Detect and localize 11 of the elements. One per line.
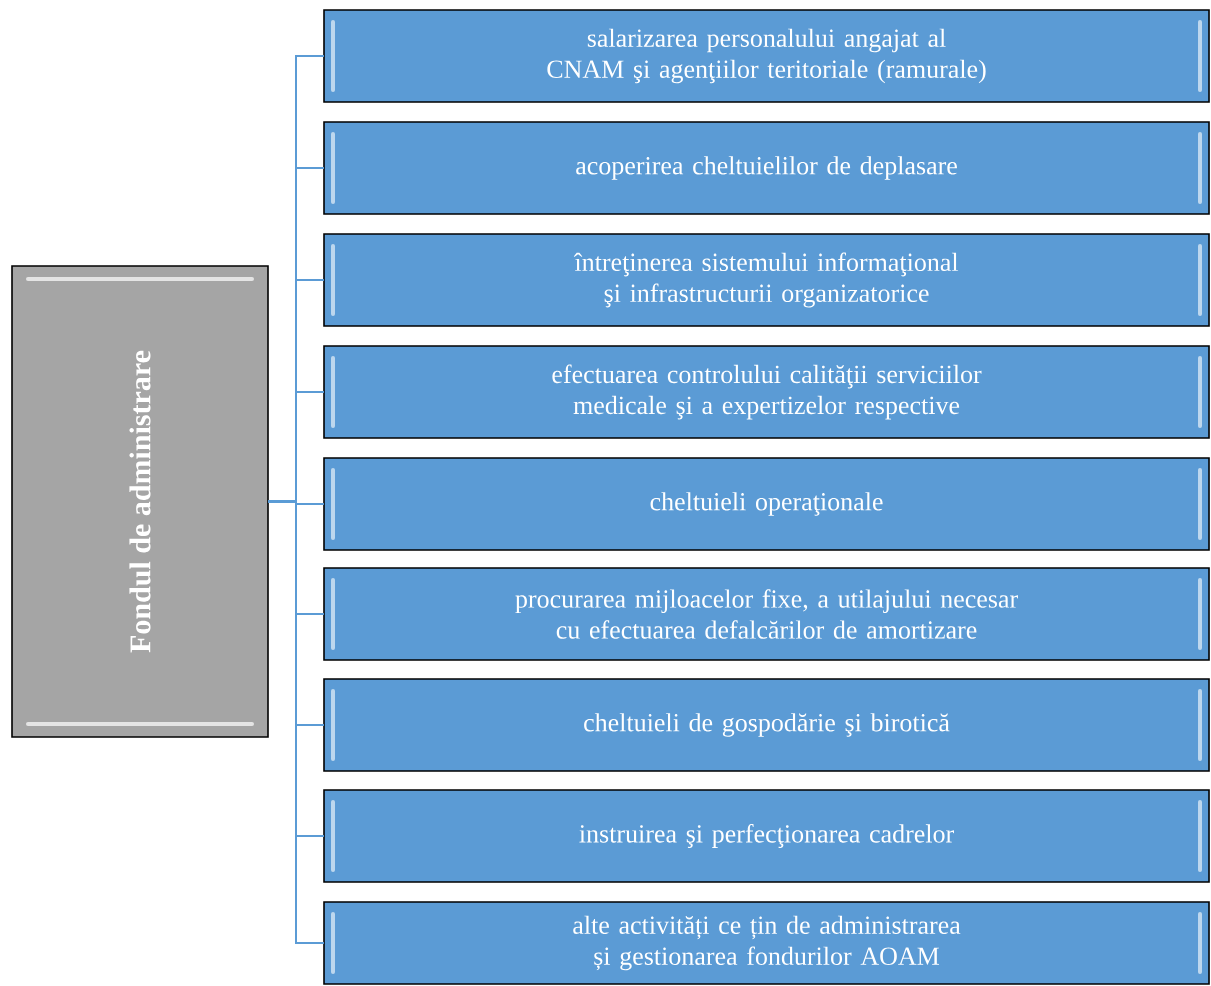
item-box: procurarea mijloacelor fixe, a utilajului necesar cu efectuarea defalcărilor de amortizare [323,567,1210,661]
item-box: cheltuieli operaţionale [323,457,1210,551]
category-box: Fondul de administrare [11,265,269,738]
item-box: salarizarea personalului angajat al CNAM şi agenţiilor teritoriale (ramurale) [323,9,1210,103]
item-box: întreţinerea sistemului informaţional şi infrastructurii organizatorice [323,233,1210,327]
item-box: alte activități ce țin de administrarea și gestionarea fondurilor AOAM [323,901,1210,985]
connector [267,500,325,944]
item-box: efectuarea controlului calităţii serviciilor medicale şi a expertizelor respective [323,345,1210,439]
item-box: instruirea şi perfecţionarea cadrelor [323,789,1210,883]
item-box: acoperirea cheltuielilor de deplasare [323,121,1210,215]
item-box: cheltuieli de gospodărie şi birotică [323,678,1210,772]
